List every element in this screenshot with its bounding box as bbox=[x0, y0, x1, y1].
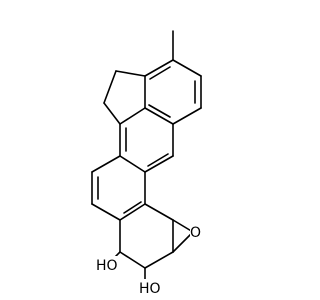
bond-mid-3 bbox=[144, 155, 174, 173]
bond-bottom-5 bbox=[144, 203, 174, 221]
bond-cp-3 bbox=[103, 102, 121, 125]
bond-cp-4 bbox=[119, 107, 146, 125]
hydroxyl-right-bg bbox=[139, 279, 163, 297]
bond-bottom-2 bbox=[119, 251, 146, 269]
bond-top-ring-6 bbox=[144, 59, 174, 77]
hydroxyl-right-label: HO bbox=[139, 281, 161, 297]
bond-top-ring-3 bbox=[172, 107, 202, 125]
bond-epoxide-1 bbox=[172, 219, 194, 233]
bond-top-ring-double-1 bbox=[149, 66, 171, 80]
bond-left-3 bbox=[91, 203, 121, 221]
epoxide-oxygen-label: O bbox=[190, 225, 201, 241]
bond-left-double-2 bbox=[123, 201, 142, 214]
bond-cp-1 bbox=[115, 70, 146, 77]
bond-cp-2 bbox=[103, 70, 117, 104]
bond-left-4 bbox=[119, 203, 146, 221]
bond-top-ring-double-3 bbox=[148, 104, 171, 118]
bond-mid-double-2 bbox=[147, 153, 169, 167]
bond-top-ring-1 bbox=[172, 59, 202, 77]
bond-epoxide-2 bbox=[172, 231, 194, 253]
bond-bottom-3 bbox=[144, 251, 174, 269]
bond-left-1 bbox=[91, 155, 121, 173]
hydroxyl-left-label: HO bbox=[96, 258, 118, 274]
epoxide-oxygen-bg bbox=[190, 223, 202, 241]
hydroxyl-left-bg bbox=[96, 256, 120, 274]
bond-mid-2 bbox=[119, 155, 146, 173]
molecule-structure: O HO HO bbox=[91, 30, 202, 297]
bond-top-ring-4 bbox=[144, 107, 174, 125]
